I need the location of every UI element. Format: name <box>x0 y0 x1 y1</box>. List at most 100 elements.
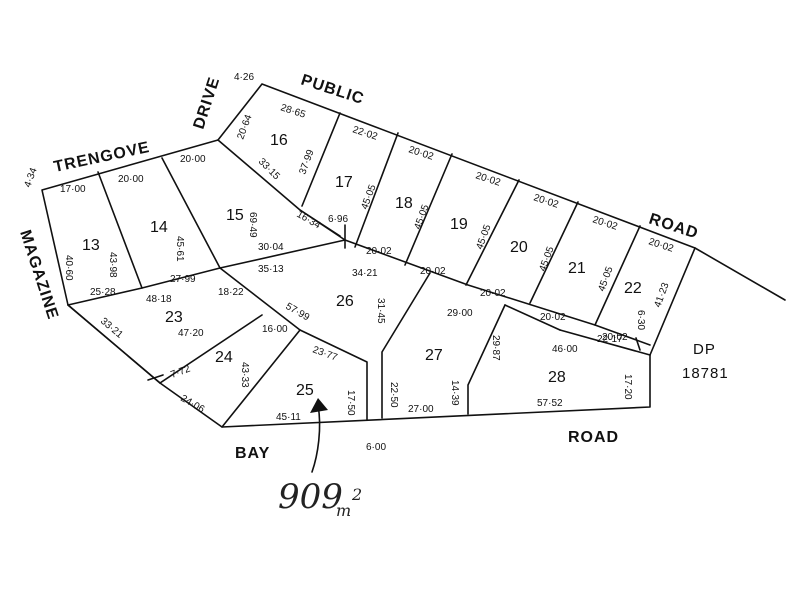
dim-label: 22·50 <box>388 382 399 408</box>
lot-28: 28 <box>548 369 566 386</box>
dim-label: 45·05 <box>412 203 431 231</box>
dim-label: 20·02 <box>540 312 566 323</box>
annotation-arrowhead <box>310 398 328 413</box>
dim-label: 45·11 <box>276 412 301 423</box>
lot-numbers: 13 14 15 16 17 18 19 20 21 22 23 24 25 2… <box>82 132 642 399</box>
lot-13-14-line <box>97 171 143 289</box>
lot-28-east <box>559 329 651 356</box>
lot-23: 23 <box>165 309 183 326</box>
dim-label: 25·28 <box>90 287 116 298</box>
splay-arrow <box>147 374 164 381</box>
dim-label: 27·00 <box>408 404 434 415</box>
road-name-road-bottom: ROAD <box>568 429 619 446</box>
dim-label: 16·00 <box>262 324 288 335</box>
lot-18: 18 <box>395 195 413 212</box>
dim-label: 7·72 <box>169 363 192 380</box>
dim-label: 69·49 <box>247 212 258 238</box>
dim-label: 35·13 <box>258 264 284 275</box>
dim-label: 45·05 <box>537 245 556 273</box>
dim-label: 34·21 <box>352 268 378 279</box>
lot-19: 19 <box>450 216 468 233</box>
dp-number: 18781 <box>682 365 729 382</box>
dim-label: 45·61 <box>174 236 185 262</box>
dim-label: 27·99 <box>170 274 196 285</box>
dim-label: 20·02 <box>366 246 392 257</box>
dim-label: 33·21 <box>98 316 125 341</box>
road-name-trengove: TRENGOVE <box>52 139 151 176</box>
dim-label: 20·02 <box>420 266 446 277</box>
lot-25-26-line <box>299 329 368 421</box>
lot-26: 26 <box>336 293 354 310</box>
east-boundary <box>649 247 696 356</box>
dim-label: 31·45 <box>375 298 386 324</box>
lot-13: 13 <box>82 237 100 254</box>
lot-23-24-line <box>159 314 263 384</box>
lot-17-18-line <box>354 132 399 248</box>
area-unit: m <box>336 501 351 520</box>
dim-label: 4·34 <box>22 166 39 189</box>
dim-label: 43·98 <box>107 252 118 278</box>
lot-27: 27 <box>425 347 443 364</box>
lot-19-20-line <box>465 179 520 286</box>
lot-17: 17 <box>335 174 353 191</box>
lot-21: 21 <box>568 260 586 277</box>
dim-label: 20·02 <box>480 288 506 299</box>
annotation-arrow <box>311 404 321 473</box>
lot-23-west <box>67 304 161 384</box>
lot-15: 15 <box>226 207 244 224</box>
road-name-bay: BAY <box>235 445 270 462</box>
lot-20: 20 <box>510 239 528 256</box>
dim-label: 43·33 <box>239 362 250 388</box>
lot-25: 25 <box>296 382 314 399</box>
lot-24: 24 <box>215 349 233 366</box>
lot-27-28-line <box>467 304 506 415</box>
dim-label: 6·96 <box>328 214 348 225</box>
dim-label: 17·50 <box>345 390 356 416</box>
lot-20-21-line <box>529 201 579 304</box>
lot-24-25-line <box>221 329 301 428</box>
lot-14-15-line <box>161 157 221 269</box>
dim-label: 37·99 <box>297 148 316 176</box>
dim-label: 22·17 <box>597 334 623 345</box>
dim-label: 20·64 <box>235 113 254 141</box>
lot-27-28-rear <box>504 304 561 331</box>
road-name-drive: DRIVE <box>191 75 224 132</box>
dim-label: 40·60 <box>63 255 74 281</box>
dim-label: 6·30 <box>635 310 646 330</box>
dim-label: 46·00 <box>552 344 578 355</box>
dp-label: DP <box>693 341 716 358</box>
dim-label: 17·20 <box>622 374 633 400</box>
dim-label: 45·05 <box>359 183 378 211</box>
dp-reference: DP 18781 <box>682 341 729 382</box>
lots-16-22-rear <box>299 209 651 346</box>
lot-15-26-line <box>219 239 346 269</box>
dim-label: 48·18 <box>146 294 172 305</box>
lot-16-17-line <box>301 112 341 207</box>
lot-22: 22 <box>624 280 642 297</box>
dim-label: 41·23 <box>652 281 671 309</box>
lot-18-19-line <box>404 153 453 266</box>
dim-label: 4·26 <box>234 72 254 83</box>
dim-label: 33·15 <box>256 156 282 182</box>
dim-label: 20·00 <box>180 154 206 165</box>
public-road-frontage <box>217 83 786 301</box>
dim-label: 14·39 <box>449 380 460 406</box>
dim-label: 24·06 <box>179 393 207 416</box>
dim-label: 18·22 <box>218 287 244 298</box>
dim-label: 17·00 <box>60 184 86 195</box>
lot-21-22-line <box>594 225 641 326</box>
area-annotation: 909 m 2 <box>278 477 362 520</box>
dim-label: 30·04 <box>258 242 284 253</box>
dim-label: 16·34 <box>295 209 323 232</box>
lot-14: 14 <box>150 219 168 236</box>
dim-label: 6·00 <box>366 442 386 453</box>
lot-23-26-line <box>219 267 301 331</box>
dim-label: 57·52 <box>537 398 563 409</box>
dim-label: 20·00 <box>118 174 144 185</box>
dim-label: 20·02 <box>602 332 628 343</box>
lot-boundaries <box>41 83 786 473</box>
area-unit-superscript: 2 <box>351 485 362 504</box>
area-value: 909 <box>278 477 343 517</box>
